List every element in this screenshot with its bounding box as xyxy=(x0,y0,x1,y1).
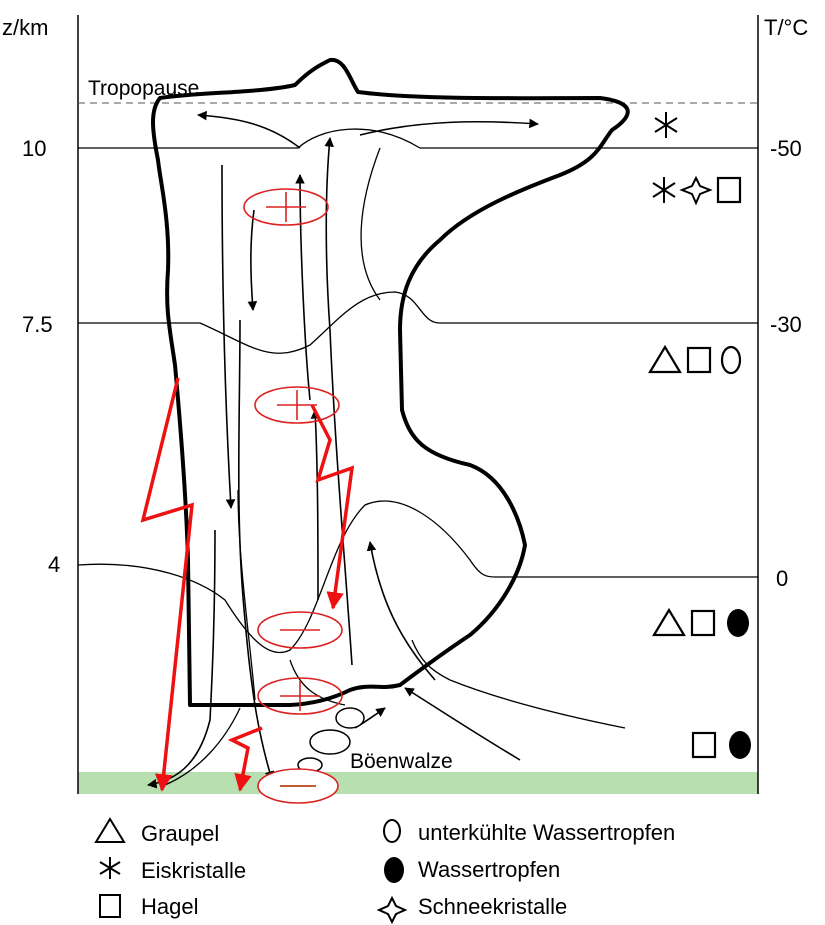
triangle-icon xyxy=(96,819,124,842)
square-icon xyxy=(688,348,710,372)
legend-item-schneekristalle: Schneekristalle xyxy=(379,894,567,922)
symbols-row-9km xyxy=(653,177,740,203)
gust-front-label: Böenwalze xyxy=(350,750,453,773)
legend-label-wassertropfen: Wassertropfen xyxy=(418,857,560,882)
right-axis-title: T/°C xyxy=(764,15,808,40)
square-icon xyxy=(718,178,740,202)
charge-center-1 xyxy=(244,189,328,225)
symbols-row-2km xyxy=(654,609,749,637)
left-axis-title: z/km xyxy=(2,15,48,40)
charge-center-ground xyxy=(258,769,338,803)
asterisk-icon xyxy=(655,112,677,138)
streamline-downdraft-3 xyxy=(238,490,255,700)
legend-item-unterkuehlte: unterkühlte Wassertropfen xyxy=(384,820,675,845)
streamline-inner-up xyxy=(315,410,318,600)
streamline-updraft-left xyxy=(300,175,310,400)
legend-label-eiskristalle: Eiskristalle xyxy=(141,858,246,883)
asterisk-icon xyxy=(653,177,675,203)
charge-center-3 xyxy=(258,612,342,648)
right-tick-minus50: -50 xyxy=(770,136,802,161)
gust-roll-1 xyxy=(336,708,364,728)
open-circle-icon xyxy=(722,347,740,373)
left-tick-4: 4 xyxy=(48,552,60,577)
triangle-icon xyxy=(654,610,684,635)
legend-item-hagel: Hagel xyxy=(100,894,198,919)
legend-item-eiskristalle: Eiskristalle xyxy=(100,857,246,883)
asterisk-icon xyxy=(100,857,120,879)
streamline-curve-right xyxy=(361,148,380,300)
legend-label-graupel: Graupel xyxy=(141,821,219,846)
streamline-sec-circulation xyxy=(370,542,435,680)
symbols-row-10km xyxy=(655,112,677,138)
square-icon xyxy=(100,895,120,917)
square-icon xyxy=(693,733,715,757)
streamline-inflow-2 xyxy=(290,660,345,705)
streamline-downdraft-2 xyxy=(239,320,272,780)
legend-label-schneekristalle: Schneekristalle xyxy=(418,894,567,919)
four-point-star-icon xyxy=(379,898,405,922)
symbols-row-7km xyxy=(650,347,740,373)
gust-roll-2 xyxy=(310,730,350,754)
triangle-icon xyxy=(650,347,680,372)
streamline-top-left xyxy=(198,115,300,148)
streamline-left-outflow xyxy=(148,530,215,785)
filled-circle-icon xyxy=(727,609,749,637)
filled-circle-icon xyxy=(729,731,751,759)
legend-label-unterkuehlte: unterkühlte Wassertropfen xyxy=(418,820,675,845)
isotherm-minus30 xyxy=(78,292,758,353)
legend-item-wassertropfen: Wassertropfen xyxy=(384,857,560,883)
four-point-star-icon xyxy=(682,178,710,203)
symbols-row-1km xyxy=(693,731,751,759)
legend: Graupel Eiskristalle Hagel unterkühlte W… xyxy=(96,819,675,922)
left-tick-10: 10 xyxy=(22,136,46,161)
cloud-outline xyxy=(153,60,628,705)
right-tick-minus30: -30 xyxy=(770,312,802,337)
left-tick-7-5: 7.5 xyxy=(22,312,53,337)
ground-strip xyxy=(78,772,758,794)
square-icon xyxy=(692,611,714,635)
right-tick-0: 0 xyxy=(776,566,788,591)
filled-circle-icon xyxy=(384,857,404,883)
open-circle-icon xyxy=(384,820,400,842)
lightning-bolt-left xyxy=(143,378,192,790)
legend-item-graupel: Graupel xyxy=(96,819,219,846)
legend-label-hagel: Hagel xyxy=(141,894,198,919)
streamline-charge-down xyxy=(251,210,254,310)
charge-center-4 xyxy=(258,678,342,714)
charge-center-2 xyxy=(255,387,339,423)
